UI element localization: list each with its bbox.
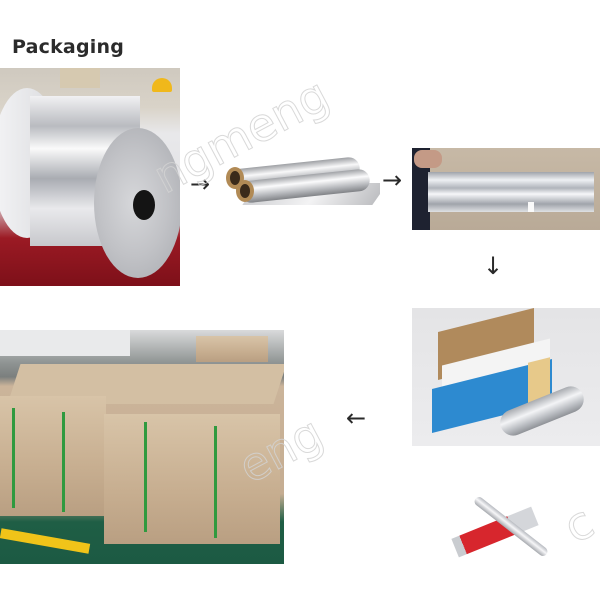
arrow-right-icon: → [190,170,211,198]
watermark-text: c [554,494,600,555]
worker-helmet [152,78,172,92]
background-dark [412,148,430,230]
wall [0,330,130,356]
jumbo-coil-photo [0,68,180,286]
green-strap [12,408,15,508]
green-strap [144,422,147,532]
retail-box-photo [446,494,556,566]
foil-rolls-photo [220,155,380,215]
carton-stack-right [104,414,280,544]
pallets-photo [0,330,284,564]
roll-tag [528,202,534,212]
paper-core [236,180,254,202]
green-strap [214,426,217,538]
green-strap [62,412,65,512]
foil-roll [428,172,594,212]
background-boxes [60,68,100,88]
floor-marking [0,528,91,554]
hand [414,150,442,168]
boxed-roll-photo [412,308,600,446]
coil-core-hole [133,190,155,220]
carton-stack-back [196,336,268,362]
wrapped-roll-photo [412,148,600,230]
carton-stack-left [0,396,106,516]
arrow-right-icon: → [382,166,403,194]
page-title: Packaging [12,36,124,58]
arrow-down-icon: ↓ [483,252,504,280]
arrow-left-icon: ← [346,404,367,432]
